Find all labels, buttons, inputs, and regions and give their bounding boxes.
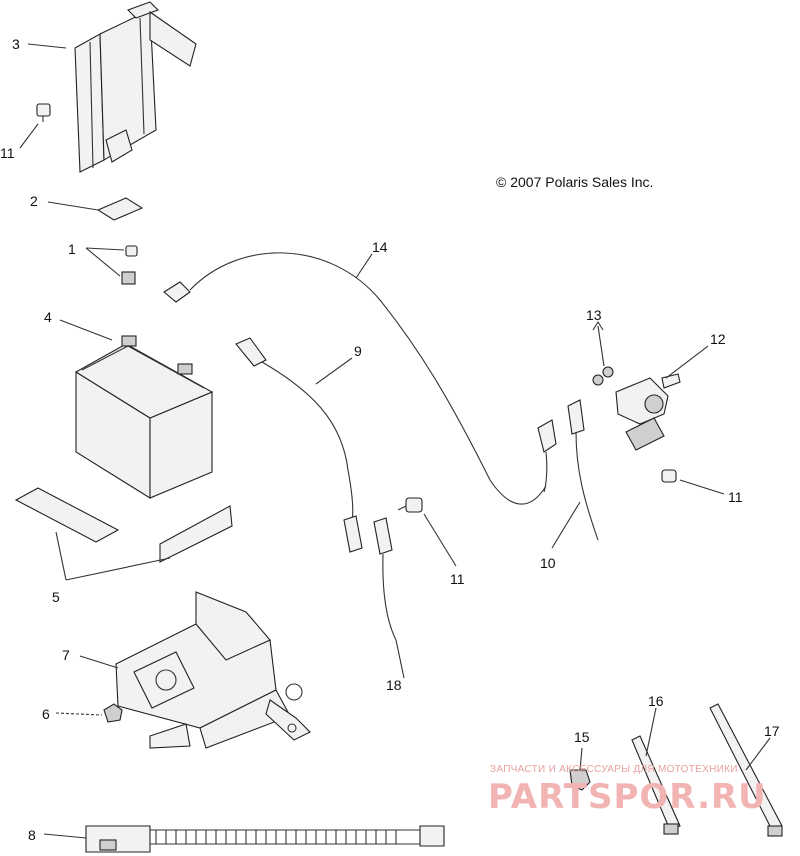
- pad-2: [96, 197, 144, 221]
- leader-12: [665, 345, 709, 379]
- leader-1a: [85, 247, 125, 251]
- nuts-13: [592, 366, 614, 386]
- leader-10: [551, 501, 581, 549]
- hold-down-bracket: [74, 1, 197, 173]
- leader-16: [645, 707, 657, 757]
- bolt-11a: [36, 103, 51, 122]
- leader-6: [55, 712, 103, 716]
- leader-3: [27, 43, 67, 49]
- callout-4: 4: [44, 309, 52, 325]
- callout-5: 5: [52, 589, 60, 605]
- leader-18: [395, 639, 405, 679]
- leader-15: [579, 747, 583, 771]
- callout-7: 7: [62, 647, 70, 663]
- leader-5b: [65, 557, 171, 581]
- leader-11a: [19, 123, 39, 149]
- callout-17: 17: [764, 723, 780, 739]
- callout-11c: 11: [728, 489, 743, 505]
- battery: [74, 335, 214, 499]
- callout-11a: 11: [0, 145, 15, 161]
- strap-16: [631, 735, 681, 835]
- bolt-11b: [397, 497, 423, 513]
- leader-11c: [679, 479, 725, 495]
- callout-1: 1: [68, 241, 76, 257]
- bolt-nut-1: [121, 245, 138, 285]
- cable-18: [373, 517, 397, 641]
- callout-3: 3: [12, 36, 20, 52]
- cable-9: [235, 337, 363, 553]
- leader-1b: [85, 247, 121, 277]
- leader-8: [43, 833, 87, 839]
- callout-6: 6: [42, 706, 50, 722]
- strap-17: [709, 703, 783, 837]
- leader-11b: [423, 513, 457, 567]
- watermark-brand: PARTSPOR.RU: [488, 777, 767, 817]
- callout-13: 13: [586, 307, 602, 323]
- leader-4: [59, 319, 113, 341]
- callout-2: 2: [30, 193, 38, 209]
- solenoid-12: [615, 373, 681, 451]
- clip-15: [569, 769, 591, 800]
- callout-10: 10: [540, 555, 556, 571]
- callout-14: 14: [372, 239, 388, 255]
- callout-12: 12: [710, 331, 726, 347]
- callout-9: 9: [354, 343, 362, 359]
- callout-11b: 11: [450, 571, 465, 587]
- cable-14: [163, 252, 557, 505]
- callout-16: 16: [648, 693, 664, 709]
- leader-14: [355, 253, 373, 279]
- bolt-11c: [661, 469, 677, 483]
- callout-15: 15: [574, 729, 590, 745]
- nut-6: [103, 703, 123, 723]
- battery-tray: [115, 591, 311, 749]
- leader-7: [79, 655, 119, 669]
- harness-8: [85, 825, 445, 853]
- leader-2: [47, 201, 99, 211]
- arrow-13: [592, 320, 604, 331]
- callout-8: 8: [28, 827, 36, 843]
- callout-18: 18: [386, 677, 402, 693]
- leader-5a: [55, 531, 67, 581]
- pads-5: [14, 487, 233, 563]
- leader-9: [315, 357, 353, 385]
- copyright-text: © 2007 Polaris Sales Inc.: [496, 174, 653, 190]
- watermark-subtitle: ЗАПЧАСТИ И АКСЕССУАРЫ ДЛЯ МОТОТЕХНИКИ: [490, 764, 738, 775]
- leader-17: [745, 737, 771, 771]
- cable-10: [543, 399, 599, 541]
- leader-13: [597, 325, 605, 367]
